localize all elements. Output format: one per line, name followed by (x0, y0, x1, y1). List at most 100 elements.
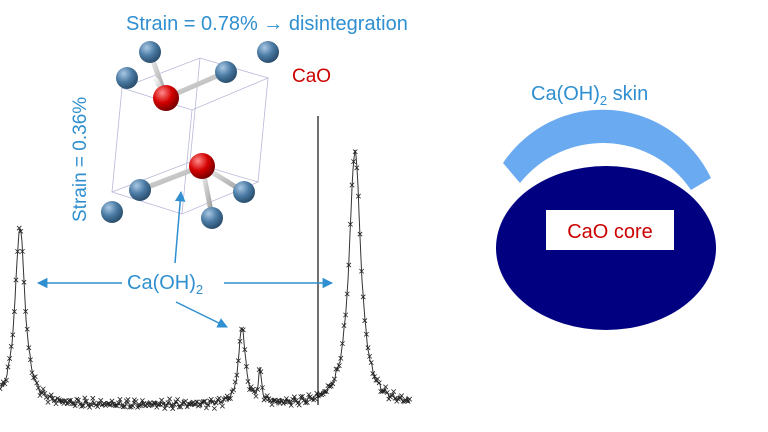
calcium-atom (233, 181, 255, 203)
pattern-marker (344, 291, 350, 297)
pattern-marker (370, 371, 376, 376)
pattern-marker (301, 397, 307, 403)
pattern-marker (0, 386, 3, 390)
caoh2-label: Ca(OH)2 (127, 272, 203, 297)
pattern-marker (87, 404, 93, 410)
pattern-marker (253, 393, 259, 399)
pattern-marker (304, 400, 310, 405)
pattern-marker (186, 401, 192, 407)
skin-label-base: Ca(OH) (531, 83, 600, 105)
pattern-marker (231, 387, 237, 393)
pattern-marker (351, 159, 357, 165)
pattern-marker (95, 404, 101, 410)
pattern-marker (138, 402, 144, 408)
pattern-marker (8, 343, 14, 349)
pattern-marker (251, 389, 257, 395)
pattern-marker (34, 380, 40, 386)
pattern-marker (151, 400, 157, 406)
pattern-marker (349, 182, 355, 188)
pattern-marker (199, 399, 205, 405)
pattern-marker (248, 384, 254, 390)
pattern-marker (74, 396, 80, 402)
pattern-marker (391, 389, 397, 395)
pattern-marker (389, 392, 395, 398)
pattern-marker (50, 395, 56, 401)
pattern-marker (120, 404, 126, 410)
pattern-marker (285, 399, 291, 405)
pattern-marker (357, 231, 363, 237)
pattern-marker (35, 385, 41, 391)
pattern-marker (21, 279, 27, 285)
pattern-marker (232, 379, 238, 385)
pattern-marker (255, 386, 261, 392)
skin-label-sub: 2 (600, 93, 607, 108)
pattern-marker (155, 401, 161, 407)
pattern-marker (165, 400, 171, 406)
arrow-to-middle-peak (175, 301, 228, 328)
pattern-marker (80, 403, 86, 409)
pattern-marker (328, 383, 334, 389)
pattern-marker (211, 405, 217, 411)
pattern-marker (117, 396, 123, 402)
pattern-marker (43, 394, 49, 400)
pattern-marker (234, 372, 240, 378)
particle-schematic: CaO core Ca(OH)2 skin (496, 83, 716, 330)
pattern-marker (400, 398, 406, 404)
calcium-atom (201, 207, 223, 229)
pattern-marker (405, 398, 411, 404)
pattern-marker (19, 248, 25, 254)
pattern-marker (170, 406, 176, 412)
pattern-marker (397, 395, 403, 401)
pattern-marker (29, 370, 35, 376)
pattern-marker (290, 396, 296, 402)
pattern-marker (235, 358, 241, 364)
pattern-marker (242, 347, 248, 353)
oxygen-atom (153, 85, 179, 111)
pattern-marker (125, 397, 131, 403)
calcium-atom (101, 201, 123, 223)
pattern-marker (88, 402, 94, 408)
pattern-marker (379, 388, 385, 394)
pattern-marker (109, 398, 115, 404)
pattern-marker (173, 399, 179, 405)
pattern-marker (162, 406, 168, 412)
strain-top-label: Strain = 0.78% → disintegration (126, 13, 408, 35)
pattern-marker (381, 388, 387, 394)
pattern-marker (336, 363, 342, 369)
pattern-marker (37, 392, 43, 398)
pattern-marker (291, 394, 297, 400)
pattern-marker (240, 327, 246, 333)
pattern-marker (167, 396, 173, 402)
pattern-marker (299, 393, 305, 399)
pattern-marker (0, 388, 3, 392)
pattern-marker (293, 398, 299, 404)
pattern-marker (159, 397, 165, 403)
pattern-marker (183, 398, 189, 404)
calcium-atom (129, 179, 151, 201)
pattern-marker (171, 402, 177, 408)
pattern-marker (168, 403, 174, 409)
pattern-marker (383, 384, 389, 390)
pattern-marker (360, 294, 366, 300)
skin-label: Ca(OH)2 skin (531, 83, 648, 108)
pattern-marker (203, 405, 209, 411)
pattern-marker (226, 396, 232, 402)
pattern-marker (339, 341, 345, 347)
pattern-marker (378, 389, 384, 394)
pattern-marker (115, 400, 121, 406)
pattern-marker (219, 403, 225, 409)
pattern-marker (184, 404, 190, 410)
oxygen-atom (189, 153, 215, 179)
pattern-marker (258, 369, 264, 375)
pattern-marker (269, 402, 275, 408)
pattern-marker (352, 149, 358, 155)
pattern-marker (335, 366, 341, 372)
pattern-marker (27, 357, 33, 363)
pattern-marker (320, 391, 326, 397)
pattern-marker (15, 248, 21, 254)
pattern-marker (42, 390, 48, 396)
crystal-structure (101, 41, 279, 229)
pattern-marker (18, 228, 24, 234)
pattern-marker (323, 389, 329, 395)
